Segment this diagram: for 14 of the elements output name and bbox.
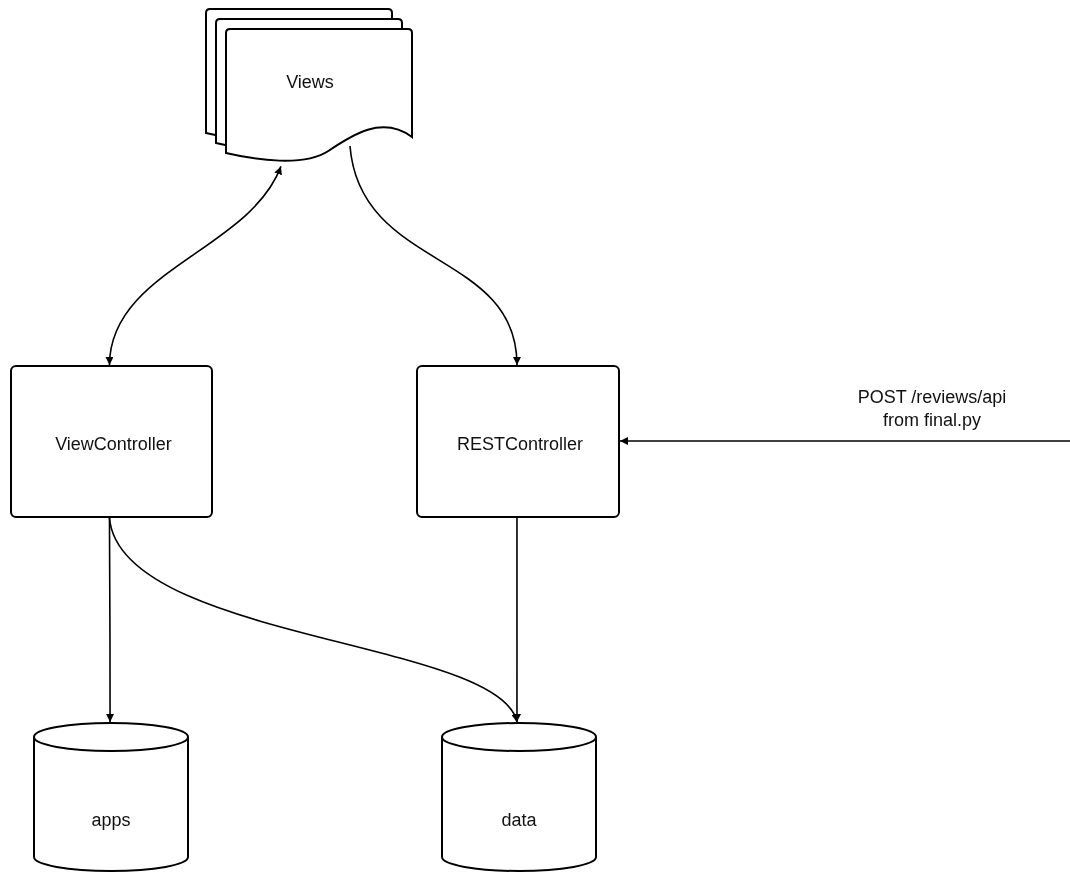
node-label: ViewController	[55, 433, 172, 454]
arrow	[512, 517, 521, 723]
database-cylinder	[441, 722, 597, 872]
database-cylinder	[33, 722, 189, 872]
arrow	[106, 165, 282, 366]
node-label: RESTController	[457, 433, 583, 454]
node-label: Views	[286, 71, 334, 93]
node-label: data	[501, 809, 537, 831]
arrow	[619, 437, 1070, 446]
arrow	[349, 145, 520, 366]
node-label: apps	[91, 809, 131, 831]
process-box	[416, 365, 620, 518]
process-box	[10, 365, 213, 518]
arrow	[108, 517, 518, 723]
